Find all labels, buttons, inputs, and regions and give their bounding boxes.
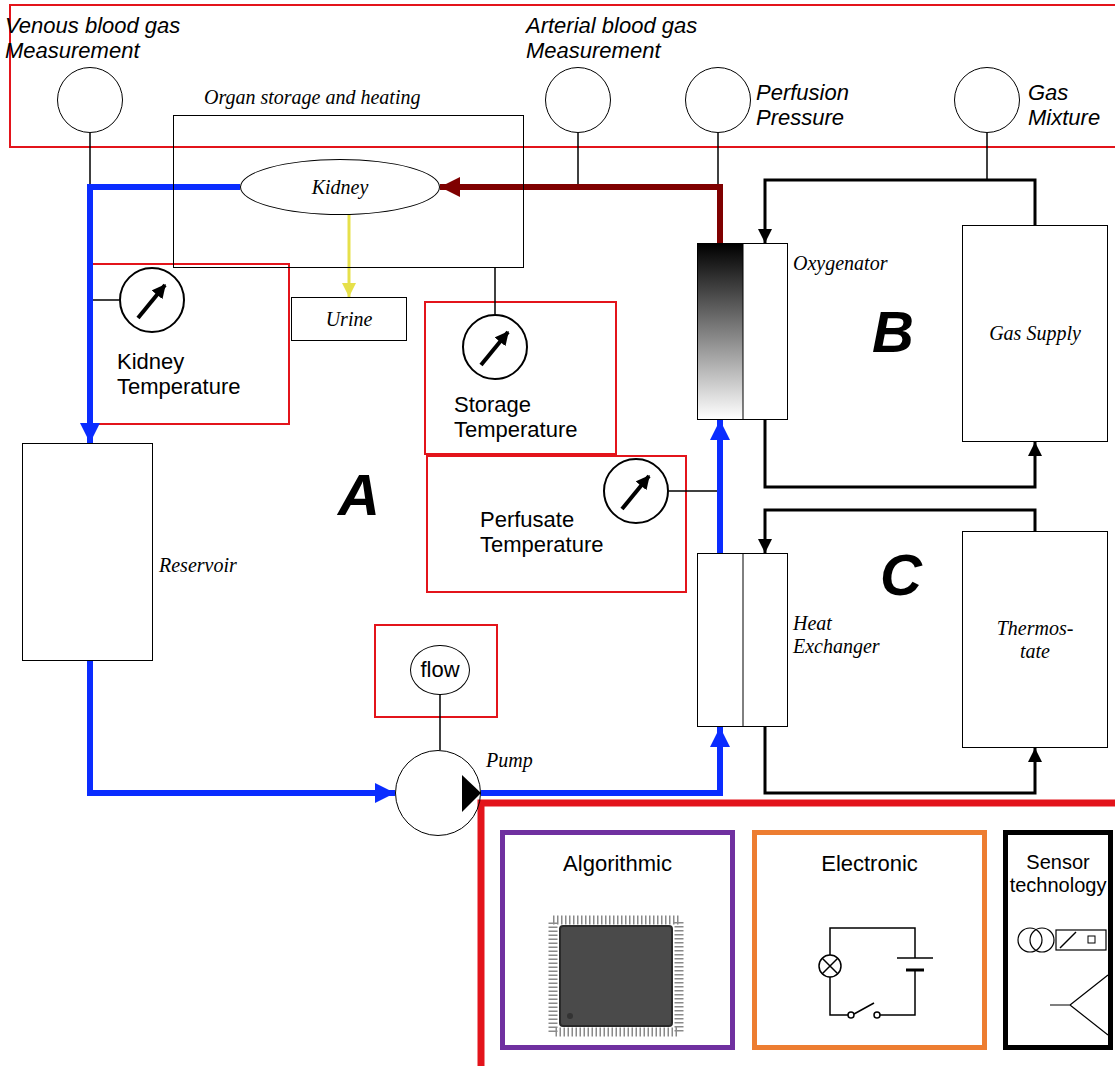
sensor-leader [93, 299, 119, 301]
legend-frame [481, 803, 1115, 1066]
battery-symbol [906, 969, 924, 972]
flow-connector [494, 268, 496, 314]
node-label: Oxygenator [793, 252, 887, 275]
switch-symbol [848, 1012, 854, 1018]
sensor-symbol [1088, 936, 1095, 943]
node-label: Organ storage and heating [204, 86, 420, 109]
temperature-gauge: Perfusate Temperature [603, 458, 669, 524]
node-label: Venous blood gas Measurement [5, 13, 245, 64]
chip-pins [553, 920, 679, 1032]
flow-connector [440, 187, 720, 243]
section-letter: A [338, 466, 380, 524]
flow-connector [765, 727, 1035, 793]
flow-sensor: flow [410, 645, 469, 695]
gauge-needle [622, 476, 649, 509]
oxygenator-box: Oxygenator [697, 243, 788, 420]
pump-direction [462, 775, 481, 812]
section-letter: C [880, 546, 922, 604]
sensor-symbol [1060, 932, 1076, 948]
lamp-symbol [822, 958, 838, 974]
node-label: flow [418, 657, 461, 682]
circuit-wire [830, 928, 915, 1015]
node-label: Arterial blood gas Measurement [526, 13, 751, 64]
node-label: Kidney [310, 176, 371, 199]
node-label: Kidney Temperature [117, 349, 277, 400]
node-label: Pump [486, 749, 533, 772]
category-box: Electronic [752, 830, 987, 1050]
blood-gas-sensor: Arterial blood gas Measurement [545, 67, 611, 133]
pressure-sensor: Perfusion Pressure [685, 67, 751, 133]
gauge-needle [138, 285, 165, 318]
kidney-organ: Kidney [240, 159, 440, 215]
node-label: Perfusate Temperature [480, 507, 650, 558]
urine-box: Urine [291, 297, 407, 341]
flow-connector [765, 420, 1035, 487]
sensor-frame [92, 264, 289, 424]
battery-symbol [897, 957, 933, 959]
flow-connector [90, 661, 395, 793]
sensor-leader [986, 133, 988, 180]
flow-connector [765, 180, 1035, 243]
flow-connector [717, 420, 723, 553]
gauge-needle [481, 332, 508, 365]
chip-icon [560, 926, 672, 1026]
node-label: Gas Mixture [1028, 80, 1114, 131]
node-label: Urine [324, 308, 375, 331]
sensor-leader [717, 133, 719, 187]
temperature-gauge: Kidney Temperature [119, 267, 185, 333]
sensor-leader [669, 490, 717, 492]
sensor-symbol [1030, 928, 1054, 952]
oxygenator-membrane [698, 244, 743, 419]
reservoir-box: Reservoir [22, 443, 153, 661]
sensor-symbol [1050, 975, 1108, 1035]
node-label: Thermos- tate [987, 617, 1083, 663]
category-box: Algorithmic [500, 830, 735, 1050]
sensor-leader [89, 133, 91, 187]
sensor-frame [425, 302, 616, 454]
thermostat-box: Thermos- tate [962, 531, 1108, 748]
organ-chamber: Organ storage and heatingKidney [173, 115, 524, 268]
section-letter: B [872, 303, 914, 361]
sensor-leader [577, 133, 579, 187]
flow-connector [439, 695, 441, 750]
switch-symbol [874, 1012, 880, 1018]
blood-gas-sensor: Venous blood gas Measurement [57, 67, 123, 133]
chip-dot [567, 1013, 573, 1019]
sensor-frame [427, 456, 686, 592]
exchanger-divider [743, 553, 744, 727]
temperature-gauge: Storage Temperature [462, 314, 528, 380]
node-label: Reservoir [159, 554, 237, 577]
switch-symbol [854, 1003, 874, 1014]
oxygenator-divider [743, 243, 744, 420]
node-label: Storage Temperature [454, 392, 604, 443]
node-label: Electronic [819, 851, 920, 876]
heat-exchanger-box: Heat Exchanger [697, 553, 788, 727]
node-label: Perfusion Pressure [756, 80, 886, 131]
lamp-symbol [819, 955, 841, 977]
category-box: Sensor technology [1003, 830, 1113, 1050]
flow-connector [90, 187, 240, 443]
pump-symbol: Pump [395, 750, 481, 836]
sensor-symbol [1056, 930, 1106, 950]
node-label: Heat Exchanger [793, 612, 903, 658]
flow-connector [481, 727, 720, 793]
gas-sensor: Gas Mixture [954, 67, 1020, 133]
sensor-frame [375, 625, 497, 717]
node-label: Algorithmic [561, 851, 674, 876]
node-label: Sensor technology [1008, 851, 1109, 897]
gas-supply-box: Gas Supply [962, 225, 1108, 442]
flow-connector [348, 214, 351, 297]
node-label: Gas Supply [987, 322, 1083, 345]
